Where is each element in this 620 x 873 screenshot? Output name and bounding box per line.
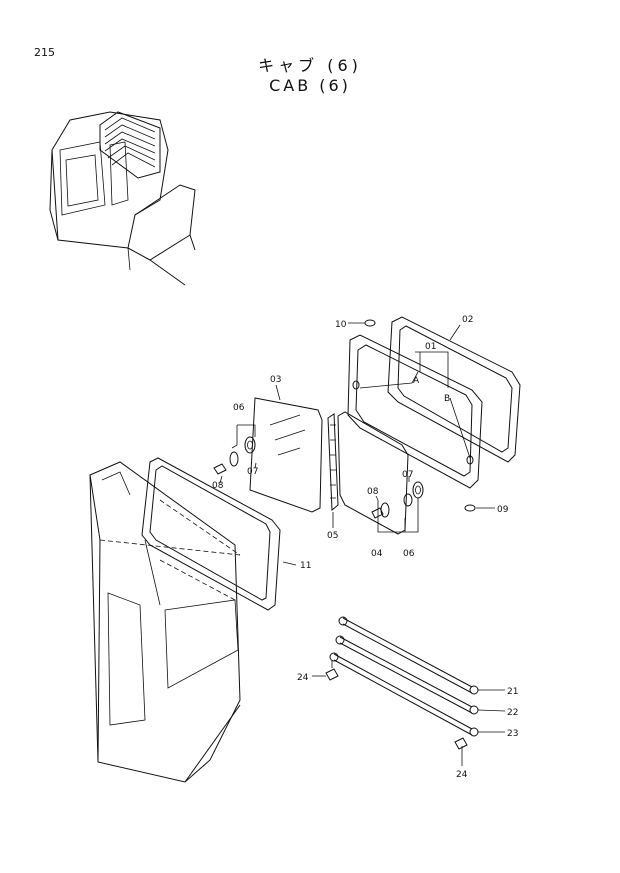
bolt-24-left [325, 660, 339, 681]
bumper-09 [464, 504, 476, 512]
callout-07-right: 07 [402, 470, 413, 480]
glass-panel-03 [249, 397, 323, 513]
latch-assembly-right [371, 481, 424, 533]
callout-labels: 10 02 01 A B 03 06 07 08 11 05 08 07 04 … [212, 315, 518, 780]
callout-24-left: 24 [297, 673, 309, 683]
stay-rods [329, 616, 479, 737]
callout-23: 23 [507, 729, 518, 739]
callout-04: 04 [371, 549, 383, 559]
callout-02: 02 [462, 315, 473, 325]
callout-11: 11 [300, 561, 311, 571]
callout-21: 21 [507, 687, 518, 697]
seal-strip-05 [327, 413, 339, 512]
bolt-24-right [454, 737, 468, 760]
cab-body [89, 461, 241, 783]
page-title: CAB (6) [269, 76, 351, 95]
leader-lines [219, 322, 506, 766]
callout-06-right: 06 [403, 549, 415, 559]
window-seal-frame-11 [141, 457, 281, 611]
ref-mark-b: B [444, 394, 450, 404]
cab-overview-sketch [49, 111, 196, 286]
callout-09: 09 [497, 505, 509, 515]
bumper-10 [364, 319, 376, 327]
callout-03: 03 [270, 375, 281, 385]
callout-01: 01 [425, 342, 436, 352]
callout-08-left: 08 [212, 481, 224, 491]
glass-panel-04 [337, 411, 409, 535]
ref-mark-a: A [413, 376, 420, 386]
callout-24-right: 24 [456, 770, 468, 780]
callout-05: 05 [327, 531, 338, 541]
page-title-japanese: キャブ (6) [258, 56, 362, 75]
callout-22: 22 [507, 708, 518, 718]
page-number: 215 [34, 46, 55, 59]
callout-10: 10 [335, 320, 347, 330]
callout-07-left: 07 [247, 467, 258, 477]
window-frame-02 [387, 316, 521, 463]
callout-08-right: 08 [367, 487, 379, 497]
callout-06-left: 06 [233, 403, 245, 413]
latch-assembly-left [213, 424, 256, 475]
